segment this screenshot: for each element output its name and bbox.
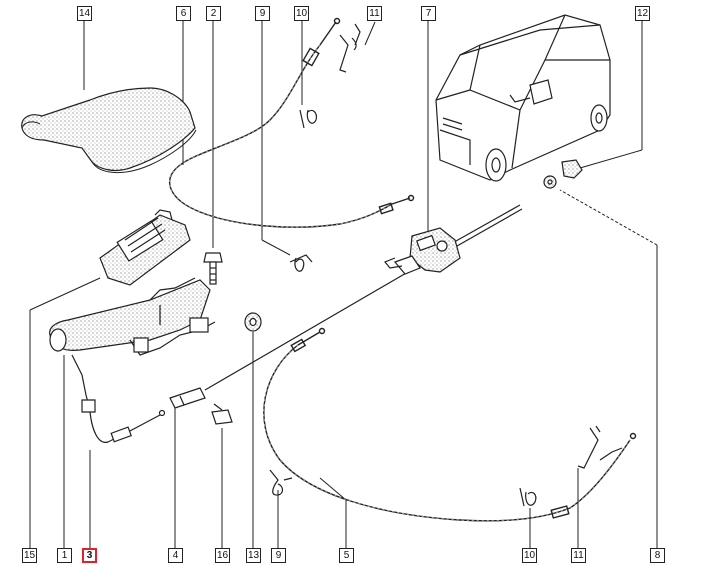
grommet-part-13	[244, 312, 262, 332]
callout-15: 15	[22, 548, 37, 563]
callout-10-lower: 10	[522, 548, 537, 563]
bracket-part-15	[99, 209, 191, 286]
callout-6: 6	[176, 6, 191, 21]
front-cable-rod	[204, 264, 421, 391]
leader-5-h	[319, 477, 347, 501]
callout-9-upper: 9	[255, 6, 270, 21]
callout-4: 4	[168, 548, 183, 563]
handbrake-lever-part-1	[49, 277, 216, 356]
equaliser-part-7	[384, 204, 523, 275]
callout-9-lower: 9	[271, 548, 286, 563]
leader-8-h	[559, 189, 658, 246]
callout-14: 14	[77, 6, 92, 21]
leader-9a-tail	[261, 239, 291, 256]
callout-3-highlighted: 3	[82, 548, 97, 563]
callout-12: 12	[635, 6, 650, 21]
callout-1: 1	[57, 548, 72, 563]
callout-2: 2	[206, 6, 221, 21]
lever-boot-part-14	[21, 87, 197, 174]
clip-part-11-upper	[339, 23, 361, 73]
bolt-part-2	[203, 252, 223, 285]
rear-cable-right-part-5	[263, 327, 637, 522]
callout-7: 7	[421, 6, 436, 21]
clip-part-10-lower	[519, 487, 537, 507]
callout-11-lower: 11	[571, 548, 586, 563]
nut-part-12	[543, 159, 583, 189]
clip-part-11-lower	[577, 425, 623, 469]
clip-part-16	[211, 403, 233, 425]
connector-part-4	[169, 387, 206, 409]
rear-cable-left-part-6	[168, 17, 415, 228]
leader-15-h	[29, 277, 101, 311]
van-illustration	[435, 14, 611, 182]
spring-part-9-lower	[269, 469, 293, 496]
leader-12-h	[579, 149, 643, 169]
spring-part-9-upper	[289, 254, 313, 272]
primary-cable-part-3	[71, 354, 166, 443]
callout-13: 13	[246, 548, 261, 563]
callout-10-upper: 10	[294, 6, 309, 21]
clip-part-10-upper	[299, 109, 317, 129]
callout-8: 8	[650, 548, 665, 563]
callout-11-upper: 11	[367, 6, 382, 21]
callout-5: 5	[339, 548, 354, 563]
leader-11a	[364, 21, 376, 46]
callout-16: 16	[215, 548, 230, 563]
